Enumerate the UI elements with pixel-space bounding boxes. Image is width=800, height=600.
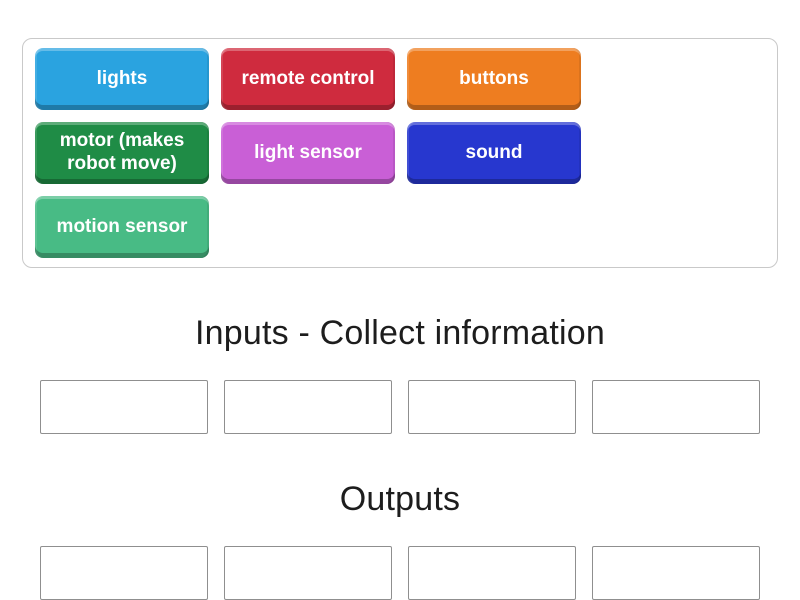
drop-slot-inputs-2[interactable] (224, 380, 392, 434)
group-outputs: Outputs (0, 480, 800, 600)
drop-slot-outputs-2[interactable] (224, 546, 392, 600)
drop-slot-inputs-3[interactable] (408, 380, 576, 434)
drop-slot-outputs-3[interactable] (408, 546, 576, 600)
drop-slot-outputs-4[interactable] (592, 546, 760, 600)
chip-lights[interactable]: lights (35, 48, 209, 110)
chip-motion-sensor[interactable]: motion sensor (35, 196, 209, 258)
answer-tray: lights remote control buttons motor (mak… (22, 38, 778, 268)
chip-remote-control[interactable]: remote control (221, 48, 395, 110)
chip-motor[interactable]: motor (makes robot move) (35, 122, 209, 184)
group-inputs: Inputs - Collect information (0, 314, 800, 434)
group-title-outputs: Outputs (339, 480, 461, 518)
chip-sound[interactable]: sound (407, 122, 581, 184)
drop-slot-inputs-1[interactable] (40, 380, 208, 434)
chip-buttons[interactable]: buttons (407, 48, 581, 110)
drop-slot-outputs-1[interactable] (40, 546, 208, 600)
chip-light-sensor[interactable]: light sensor (221, 122, 395, 184)
drop-slot-inputs-4[interactable] (592, 380, 760, 434)
group-title-inputs: Inputs - Collect information (195, 314, 605, 352)
outputs-slot-row (0, 546, 800, 600)
inputs-slot-row (0, 380, 800, 434)
